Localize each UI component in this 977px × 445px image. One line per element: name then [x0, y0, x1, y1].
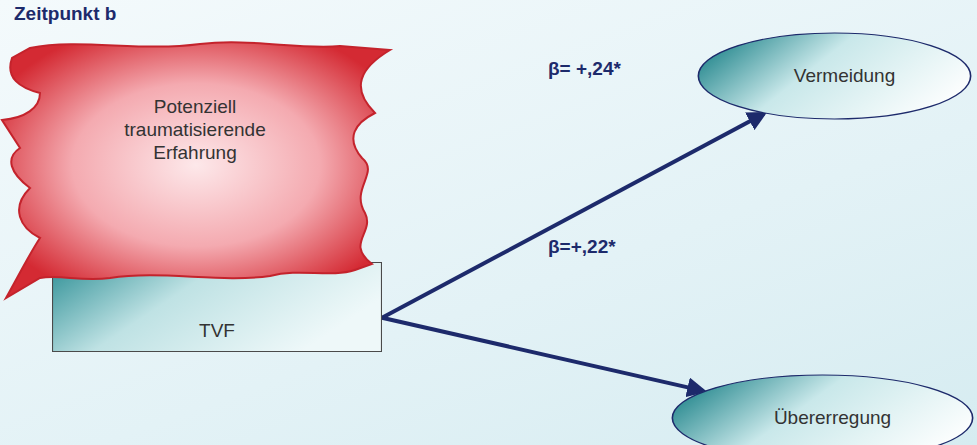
- node-text: Vermeidung: [697, 65, 972, 88]
- node-text: TVF: [52, 320, 382, 343]
- diagram-title: Zeitpunkt b: [14, 3, 116, 25]
- beta-coefficient: β= +,24*: [548, 58, 621, 80]
- event-blob: Potenziell traumatisierende Erfahrung: [0, 38, 392, 300]
- event-blob-outline: [0, 38, 392, 300]
- effect-arrow: [382, 318, 703, 391]
- node-text: Potenziell traumatisierende Erfahrung: [95, 96, 295, 164]
- outcome-ellipse: Übererregung: [671, 374, 974, 445]
- node-text: Übererregung: [671, 407, 974, 430]
- beta-coefficient: β=+,22*: [548, 236, 616, 258]
- outcome-ellipse: Vermeidung: [697, 32, 972, 120]
- effect-arrow: [382, 114, 764, 318]
